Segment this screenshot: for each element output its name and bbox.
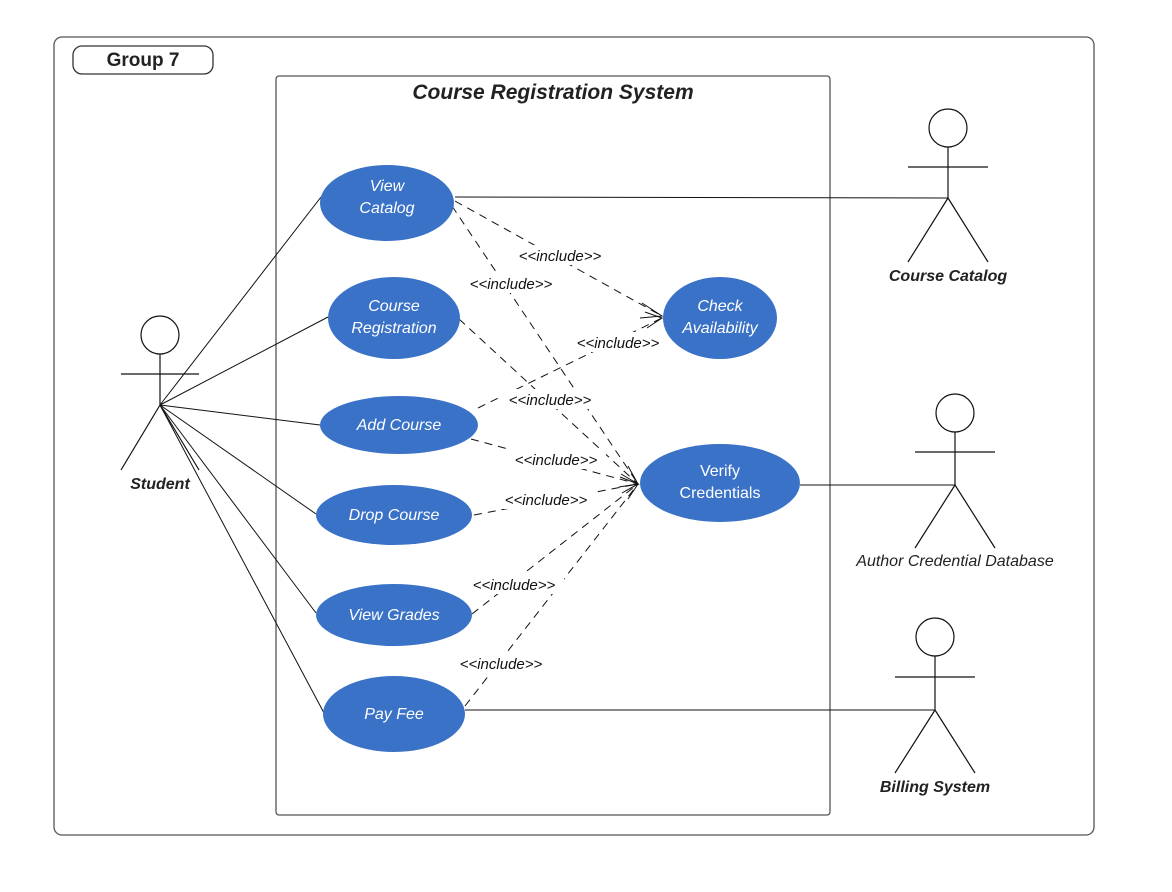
system-boundary bbox=[275, 75, 831, 816]
use-case-label: View Grades bbox=[348, 607, 439, 624]
actor-author-credential-database[interactable]: Author Credential Database bbox=[855, 393, 1054, 570]
arrowhead-check-availability-1 bbox=[639, 302, 664, 319]
assoc-student-view-grades bbox=[159, 404, 317, 614]
use-case-label: Course bbox=[368, 298, 420, 315]
stick-figure-icon bbox=[120, 315, 200, 471]
assoc-student-pay-fee bbox=[159, 404, 325, 714]
assoc-student-course-registration bbox=[159, 316, 329, 406]
use-case-drop-course[interactable]: Drop Course bbox=[316, 485, 472, 545]
assoc-student-add-course bbox=[159, 404, 321, 426]
include-course-registration-verify-credentials bbox=[458, 318, 639, 485]
include-label: <<include>> bbox=[509, 392, 592, 409]
group-label-text: Group 7 bbox=[107, 50, 180, 71]
use-case-label: Registration bbox=[351, 320, 436, 337]
actor-billing-system[interactable]: Billing System bbox=[880, 617, 990, 796]
include-label: <<include>> bbox=[577, 335, 660, 352]
include-label: <<include>> bbox=[505, 492, 588, 509]
use-case-label: View bbox=[370, 178, 406, 195]
stick-figure-icon bbox=[907, 108, 989, 263]
use-case-pay-fee[interactable]: Pay Fee bbox=[323, 676, 465, 752]
actor-course-catalog[interactable]: Course Catalog bbox=[889, 108, 1007, 285]
use-case-label: Catalog bbox=[359, 200, 414, 217]
use-case-label: Add Course bbox=[356, 417, 442, 434]
use-case-check-availability[interactable]: Check Availability bbox=[663, 277, 777, 359]
system-title: Course Registration System bbox=[412, 81, 693, 104]
group-label: Group 7 bbox=[72, 45, 214, 75]
use-case-label: Check bbox=[697, 298, 743, 315]
use-case-add-course[interactable]: Add Course bbox=[320, 396, 478, 454]
use-case-label: Pay Fee bbox=[364, 706, 424, 723]
arrowhead-check-availability-2 bbox=[644, 311, 664, 329]
outer-frame bbox=[53, 36, 1095, 836]
actor-name: Author Credential Database bbox=[855, 553, 1054, 570]
include-label: <<include>> bbox=[515, 452, 598, 469]
arrowheads bbox=[618, 302, 664, 500]
actor-name: Billing System bbox=[880, 779, 990, 796]
include-label: <<include>> bbox=[460, 656, 543, 673]
use-case-course-registration[interactable]: Course Registration bbox=[328, 277, 460, 359]
actor-student[interactable]: Student bbox=[120, 315, 200, 493]
use-case-label: Credentials bbox=[680, 485, 761, 502]
use-case-label: Availability bbox=[681, 320, 758, 337]
assoc-student-view-catalog bbox=[159, 196, 322, 406]
stick-figure-icon bbox=[914, 393, 996, 549]
include-label: <<include>> bbox=[470, 276, 553, 293]
stick-figure-icon bbox=[894, 617, 976, 774]
use-case-label: Verify bbox=[700, 463, 740, 480]
include-label: <<include>> bbox=[473, 577, 556, 594]
associations bbox=[159, 196, 955, 714]
assoc-student-drop-course bbox=[159, 404, 317, 515]
actor-name: Course Catalog bbox=[889, 268, 1007, 285]
actor-name: Student bbox=[130, 476, 190, 493]
use-case-view-catalog[interactable]: View Catalog bbox=[320, 165, 454, 241]
arrowhead-verify-credentials-3 bbox=[621, 483, 639, 500]
include-label: <<include>> bbox=[519, 248, 602, 265]
assoc-view-catalog-course-catalog bbox=[454, 196, 949, 199]
use-case-label: Drop Course bbox=[349, 507, 440, 524]
use-case-view-grades[interactable]: View Grades bbox=[316, 584, 472, 646]
include-labels: <<include>> <<include>> <<include>> <<in… bbox=[451, 245, 668, 673]
use-case-verify-credentials[interactable]: Verify Credentials bbox=[640, 444, 800, 522]
